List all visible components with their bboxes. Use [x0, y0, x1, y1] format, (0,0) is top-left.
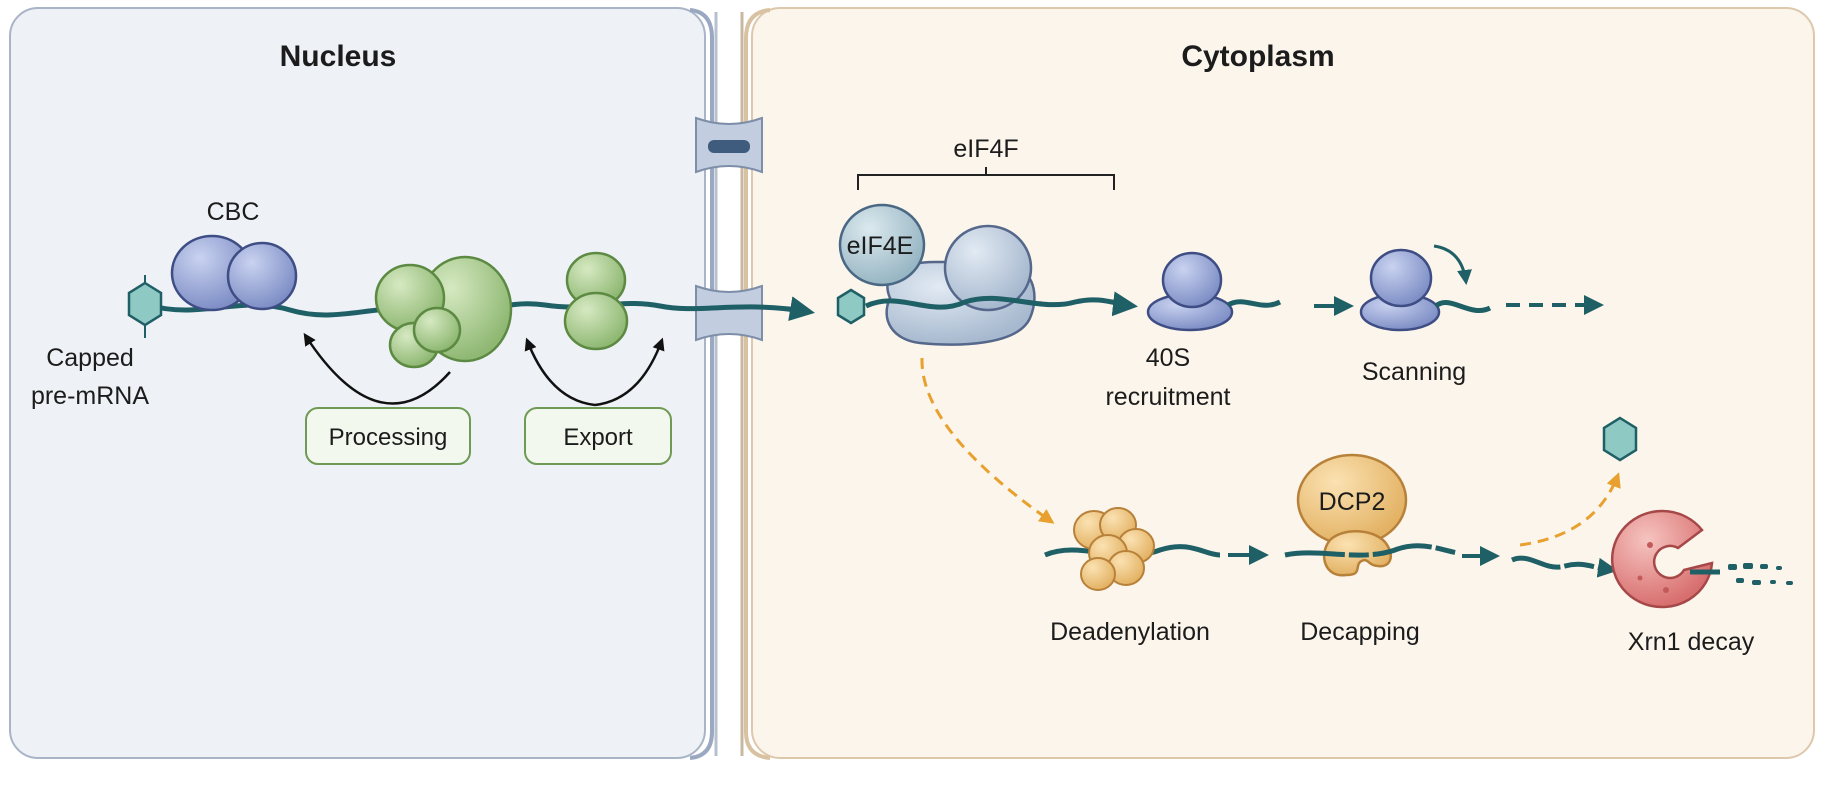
dcp2-label: DCP2 [1319, 488, 1386, 516]
scanning-direction-arrow [1433, 244, 1472, 285]
mrna-strand-recruitment [1226, 299, 1282, 308]
cbc-complex [170, 234, 298, 312]
xrn1-enzyme [1610, 509, 1714, 609]
mrna-strand-deadenylation [1044, 544, 1221, 558]
recruitment-label-line2: recruitment [1105, 383, 1230, 411]
nuclear-pore-upper [695, 116, 763, 174]
nucleus-panel [9, 7, 714, 760]
export-arrow-left [524, 337, 596, 407]
capped-label-line1: Capped [46, 344, 134, 372]
scanning-label: Scanning [1362, 358, 1466, 386]
export-box: Export [524, 407, 672, 465]
capped-label-line2: pre-mRNA [31, 382, 149, 410]
mrna-strand-cytoplasm [864, 291, 1138, 317]
processing-complex [374, 255, 513, 369]
cbc-label: CBC [207, 198, 260, 226]
cap-release-arrow [1519, 472, 1621, 547]
eif4f-label: eIF4F [953, 135, 1018, 163]
nucleus-title: Nucleus [280, 40, 397, 73]
eif4f-bracket [857, 167, 1115, 190]
xrn1-label: Xrn1 decay [1628, 628, 1755, 656]
mrna-strand-decapping [1284, 543, 1459, 558]
processing-label: Processing [329, 424, 448, 451]
export-arrow-right [594, 337, 665, 407]
export-label: Export [563, 424, 633, 451]
cytoplasm-panel [744, 7, 1815, 760]
mrna-strand-scanning [1434, 300, 1492, 313]
ribosome-40s-recruitment [1146, 251, 1234, 332]
processing-arrow [303, 332, 451, 405]
deadenylase-complex [1073, 507, 1155, 591]
processing-box: Processing [305, 407, 471, 465]
export-factor [563, 251, 629, 351]
ribosome-40s-scanning [1359, 248, 1441, 332]
arrow-into-xrn1 [1596, 557, 1618, 578]
decapping-label: Decapping [1300, 618, 1420, 646]
cytoplasm-title: Cytoplasm [1181, 40, 1334, 73]
mrna-strand-xrn1 [1510, 555, 1601, 571]
mrna-cap-cytoplasm [836, 288, 866, 325]
eif4e-label: eIF4E [847, 232, 914, 260]
released-cap [1602, 416, 1638, 462]
deadenylation-label: Deadenylation [1050, 618, 1210, 646]
mrna-cap [127, 275, 163, 338]
nuclear-pore-lower [695, 284, 763, 342]
recruitment-label-line1: 40S [1146, 344, 1190, 372]
decay-branch-arrow [920, 357, 1055, 524]
degraded-nucleotides [1728, 563, 1793, 585]
